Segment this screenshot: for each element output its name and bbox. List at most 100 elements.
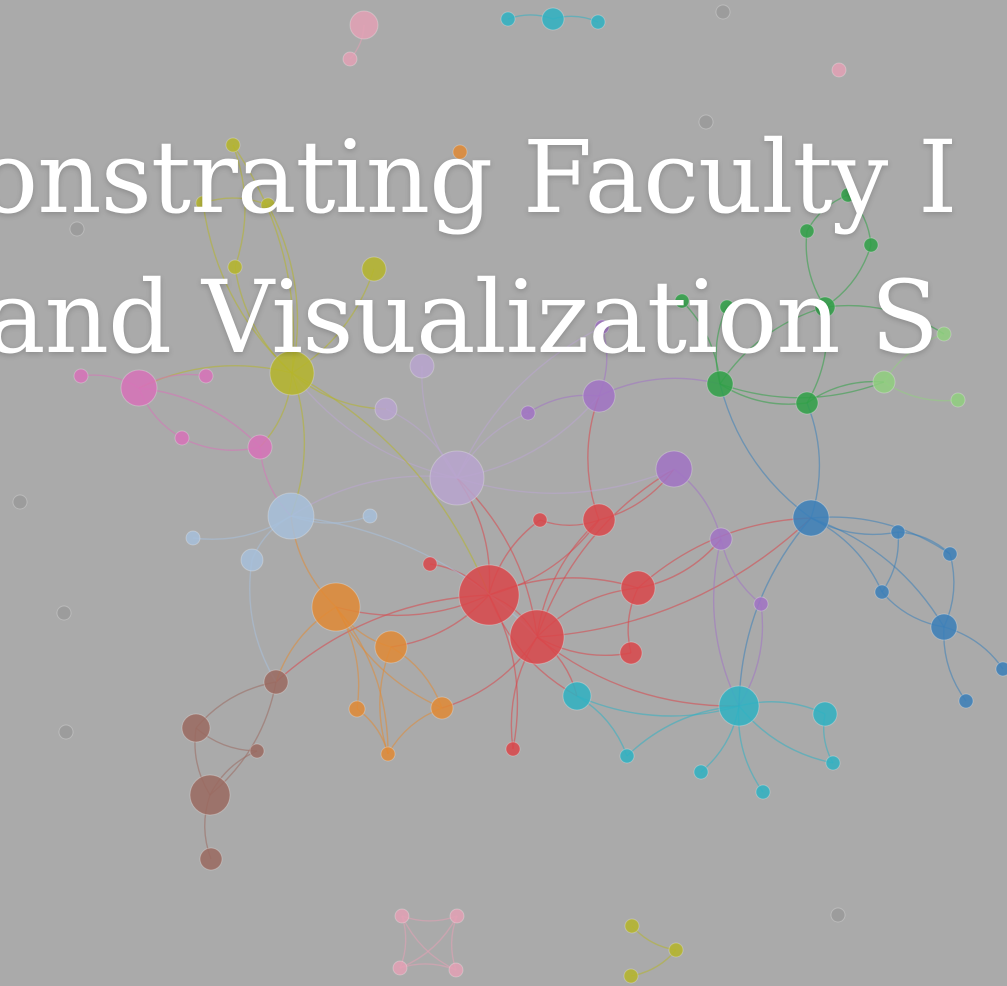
network-node: [582, 503, 616, 537]
network-node: [409, 353, 435, 379]
network-node: [452, 144, 468, 160]
network-edge: [881, 531, 900, 593]
network-edge: [536, 468, 675, 638]
network-node: [374, 397, 398, 421]
network-edge: [202, 197, 269, 206]
network-node: [195, 195, 211, 211]
network-node: [594, 319, 610, 335]
network-node: [189, 774, 231, 816]
network-node: [448, 962, 464, 978]
network-node: [198, 368, 214, 384]
network-node: [619, 641, 643, 665]
network-node: [69, 221, 85, 237]
network-node: [831, 62, 847, 78]
network-node: [458, 564, 520, 626]
network-node: [668, 942, 684, 958]
network-node: [361, 256, 387, 282]
network-node: [185, 530, 201, 546]
network-node: [348, 700, 366, 718]
network-edge: [456, 468, 675, 494]
network-edge: [805, 230, 826, 308]
network-edge: [536, 636, 740, 707]
network-node: [227, 259, 243, 275]
network-node: [199, 847, 223, 871]
network-node: [392, 960, 408, 976]
network-node: [267, 492, 315, 540]
network-node: [950, 392, 966, 408]
network-node: [890, 524, 906, 540]
network-node: [430, 696, 454, 720]
network-edge: [847, 194, 872, 246]
network-node: [863, 237, 879, 253]
network-node: [181, 713, 211, 743]
network-node: [422, 556, 438, 572]
network-edge: [719, 306, 826, 385]
network-edge: [897, 531, 951, 555]
network-node: [56, 605, 72, 621]
network-node: [509, 609, 565, 665]
network-node: [342, 51, 358, 67]
network-node: [429, 450, 485, 506]
network-edge: [291, 372, 490, 596]
network-node: [505, 741, 521, 757]
network-node: [840, 187, 856, 203]
network-edge: [681, 300, 721, 385]
network-node: [936, 326, 952, 342]
network-node: [449, 908, 465, 924]
network-node: [753, 596, 769, 612]
network-node: [693, 764, 709, 780]
network-node: [624, 918, 640, 934]
network-node: [249, 743, 265, 759]
network-edge: [810, 517, 945, 628]
network-node: [755, 784, 771, 800]
network-node: [930, 613, 958, 641]
network-edge: [598, 377, 721, 397]
network-node: [12, 494, 28, 510]
network-node: [349, 10, 379, 40]
network-node: [120, 369, 158, 407]
network-edge: [291, 372, 458, 479]
network-edge: [401, 915, 458, 922]
network-edge: [738, 517, 812, 707]
network-node: [623, 968, 639, 984]
network-node: [562, 681, 592, 711]
network-node: [942, 546, 958, 562]
network-node: [812, 701, 838, 727]
network-edge: [883, 333, 945, 383]
network-node: [874, 584, 890, 600]
network-node: [532, 512, 548, 528]
network-edge: [401, 915, 457, 971]
network-edge: [806, 306, 828, 404]
network-node: [269, 350, 315, 396]
network-node: [674, 293, 690, 309]
network-node: [380, 746, 396, 762]
network-edge: [810, 516, 951, 555]
network-edge: [399, 915, 458, 969]
network-edge: [232, 144, 295, 374]
network-edge: [399, 915, 407, 969]
network-edge: [576, 695, 740, 717]
network-node: [718, 685, 760, 727]
network-node: [174, 430, 190, 446]
network-edge: [712, 538, 740, 707]
network-node: [620, 570, 656, 606]
network-node: [500, 11, 516, 27]
network-node: [958, 693, 974, 709]
network-node: [240, 548, 264, 572]
network-edge: [806, 194, 849, 232]
network-node: [825, 755, 841, 771]
network-node: [655, 450, 693, 488]
network-node: [541, 7, 565, 31]
network-node: [706, 370, 734, 398]
network-node: [263, 669, 289, 695]
network-node: [311, 582, 361, 632]
network-node: [374, 630, 408, 664]
network-node: [795, 391, 819, 415]
network-edge: [631, 925, 677, 951]
network-node: [698, 114, 714, 130]
network-edge: [232, 144, 246, 268]
network-edge: [275, 594, 490, 683]
network-edge: [824, 304, 945, 335]
